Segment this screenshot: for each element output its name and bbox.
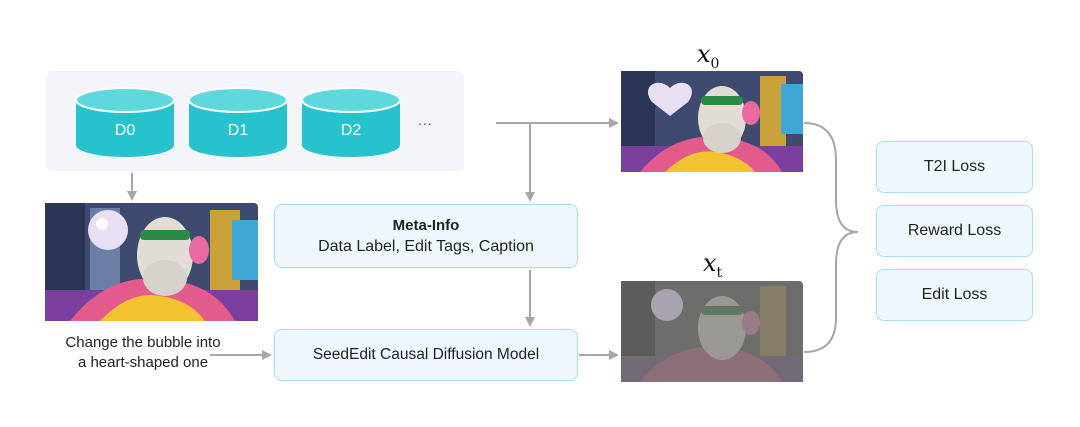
x0-subscript: 0 bbox=[710, 55, 720, 72]
dataset-cylinder-d1 bbox=[188, 87, 288, 157]
meta-info-title: Meta-Info bbox=[392, 216, 460, 234]
model-box: SeedEdit Causal Diffusion Model bbox=[274, 329, 578, 381]
dataset-cylinder-d2 bbox=[301, 87, 401, 157]
xt-subscript: t bbox=[716, 264, 723, 281]
dataset-label-d2: D2 bbox=[340, 122, 362, 139]
x0-image bbox=[621, 71, 803, 172]
loss-t2i: T2I Loss bbox=[876, 141, 1033, 193]
meta-info-subtitle: Data Label, Edit Tags, Caption bbox=[318, 237, 534, 255]
loss-edit: Edit Loss bbox=[876, 269, 1033, 321]
edit-instruction-line-2: a heart-shaped one bbox=[77, 354, 209, 371]
x0-label: x0 bbox=[697, 40, 719, 72]
xt-label: xt bbox=[703, 249, 722, 281]
edit-instruction: Change the bubble into a heart-shaped on… bbox=[34, 333, 252, 373]
dataset-label-d1: D1 bbox=[227, 122, 249, 139]
dataset-label-d0: D0 bbox=[114, 122, 136, 139]
meta-info-box: Meta-Info Data Label, Edit Tags, Caption bbox=[274, 204, 578, 268]
dataset-ellipsis: ... bbox=[418, 112, 433, 128]
xt-image bbox=[621, 281, 803, 382]
x0-symbol: x bbox=[697, 40, 711, 68]
input-image bbox=[45, 203, 258, 321]
dataset-cylinder-d0 bbox=[75, 87, 175, 157]
edit-instruction-line-1: Change the bubble into bbox=[65, 334, 221, 351]
loss-reward: Reward Loss bbox=[876, 205, 1033, 257]
merge-bracket bbox=[803, 122, 859, 353]
xt-symbol: x bbox=[703, 249, 717, 277]
